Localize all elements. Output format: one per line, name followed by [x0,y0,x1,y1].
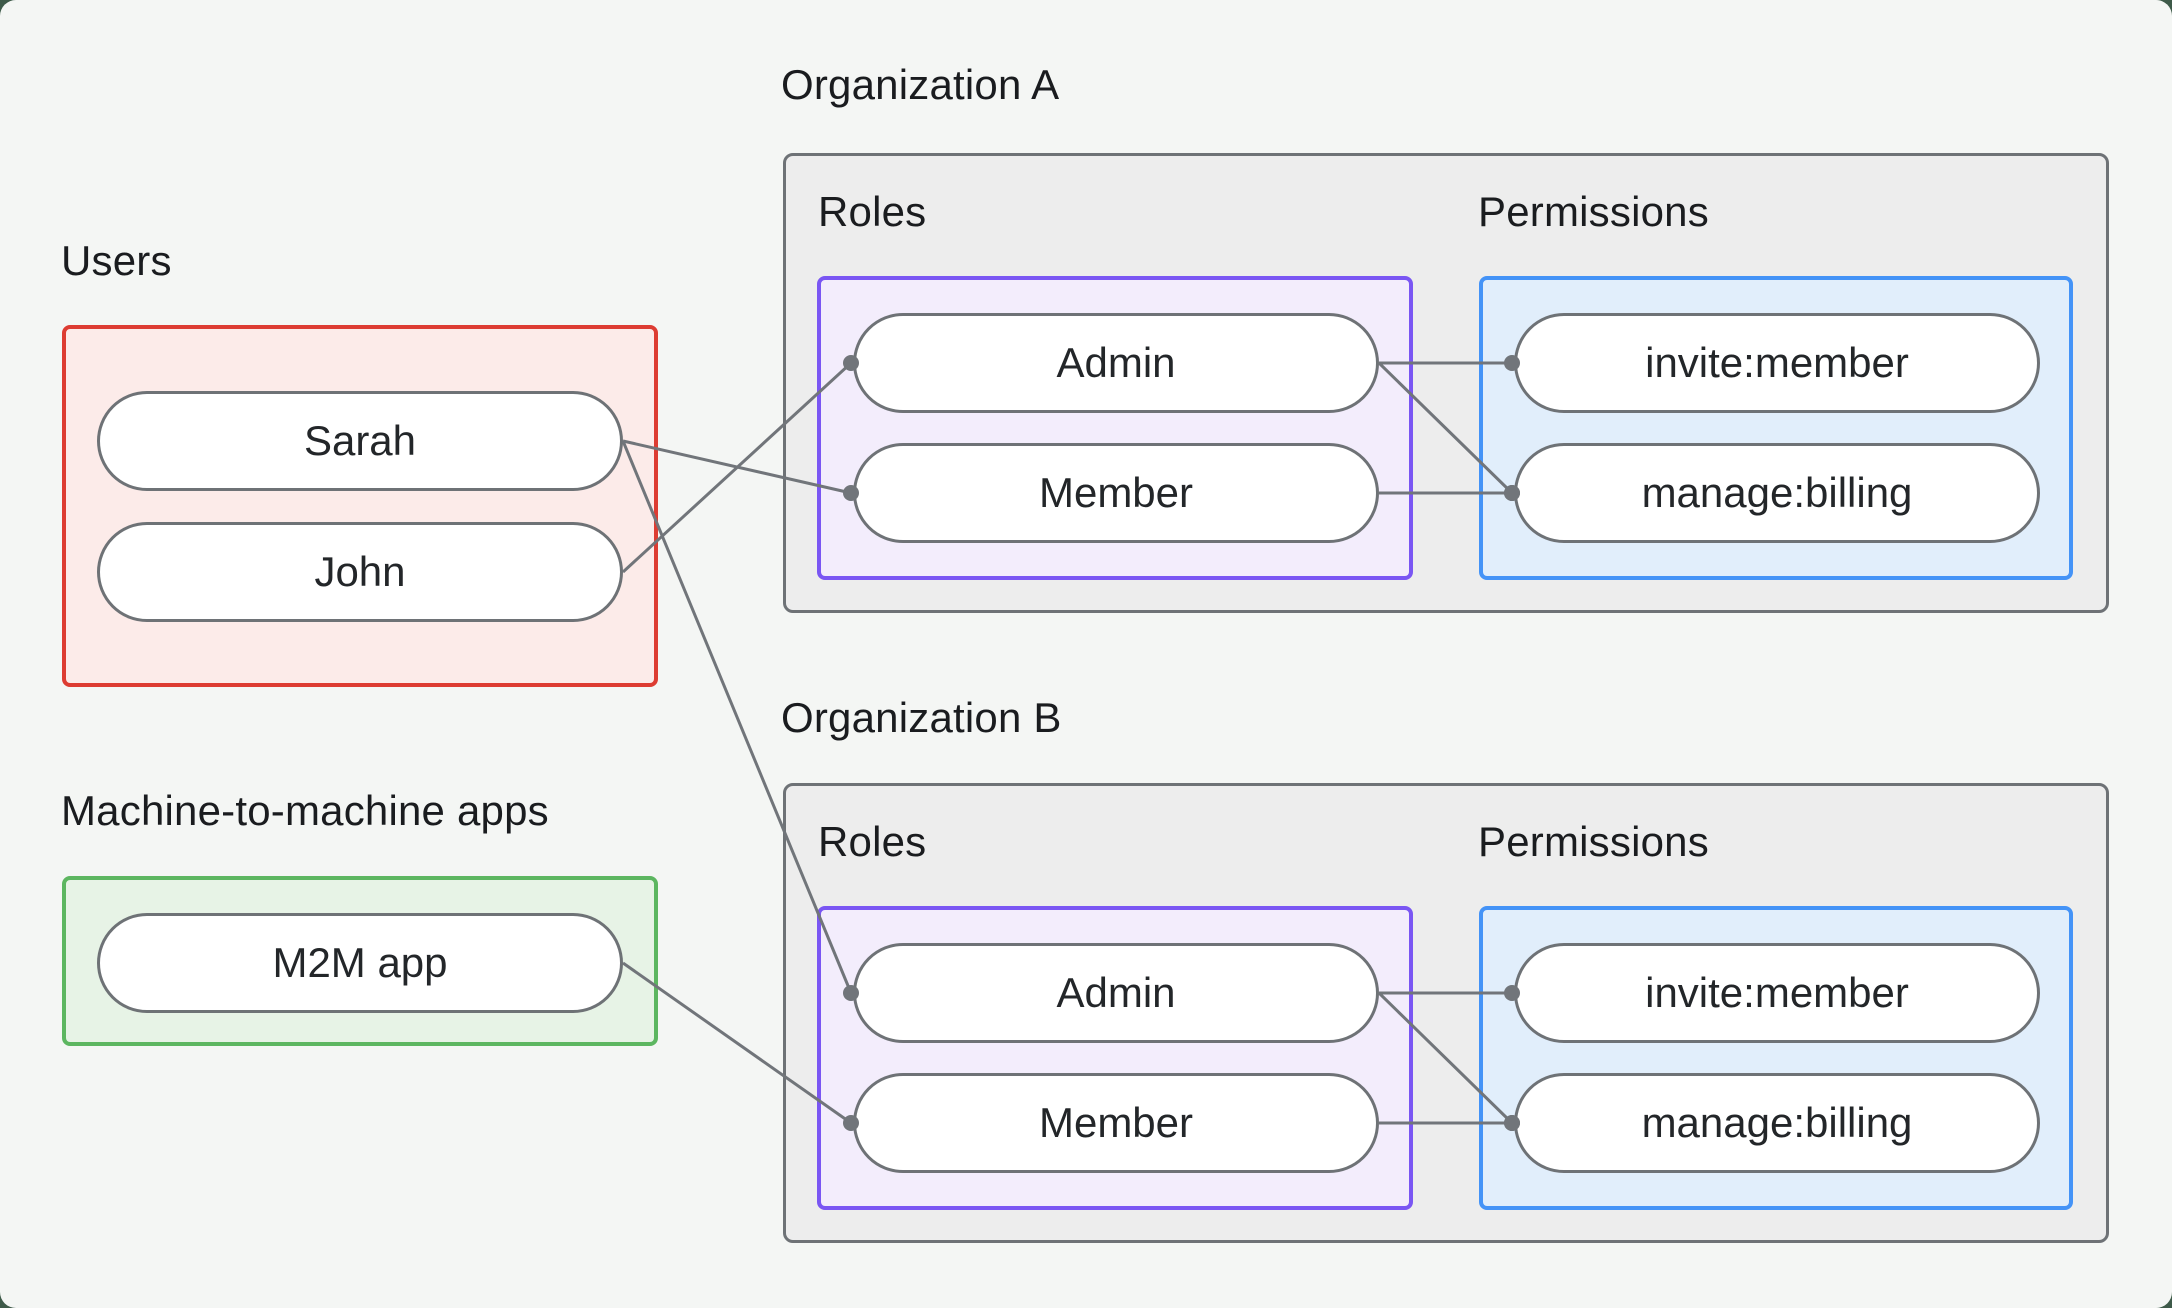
user-node-john: John [97,522,623,622]
org-a-role-admin-label: Admin [1056,339,1176,386]
m2m-app-node: M2M app [97,913,623,1013]
user-node-john-label: John [314,548,406,595]
org-b-role-member-label: Member [1038,1099,1194,1146]
org-b-permission-manage-billing: manage:billing [1514,1073,2040,1173]
org-a-permission-manage-billing: manage:billing [1514,443,2040,543]
user-node-sarah: Sarah [97,391,623,491]
org-b-role-admin: Admin [853,943,1379,1043]
org-b-permission-manage-billing-label: manage:billing [1641,1099,1913,1146]
m2m-section-title: Machine-to-machine apps [61,787,549,834]
org-a-role-member-label: Member [1038,469,1194,516]
org-b-permissions-label: Permissions [1478,818,1709,865]
org-b-title: Organization B [781,694,1062,741]
org-a-role-admin: Admin [853,313,1379,413]
org-b-permission-invite-member: invite:member [1514,943,2040,1043]
user-node-sarah-label: Sarah [303,417,417,464]
org-a-permission-invite-member-label: invite:member [1645,339,1909,386]
org-b-roles-label: Roles [818,818,927,865]
users-group-box [62,325,658,687]
org-a-permission-manage-billing-label: manage:billing [1641,469,1913,516]
org-b-role-admin-label: Admin [1056,969,1176,1016]
org-a-permissions-label: Permissions [1478,188,1709,235]
org-b-role-member: Member [853,1073,1379,1173]
users-section-title: Users [61,237,172,284]
m2m-app-node-label: M2M app [272,939,448,986]
org-a-permission-invite-member: invite:member [1514,313,2040,413]
org-a-roles-label: Roles [818,188,927,235]
org-a-role-member: Member [853,443,1379,543]
org-a-title: Organization A [781,61,1060,108]
org-b-permission-invite-member-label: invite:member [1645,969,1909,1016]
